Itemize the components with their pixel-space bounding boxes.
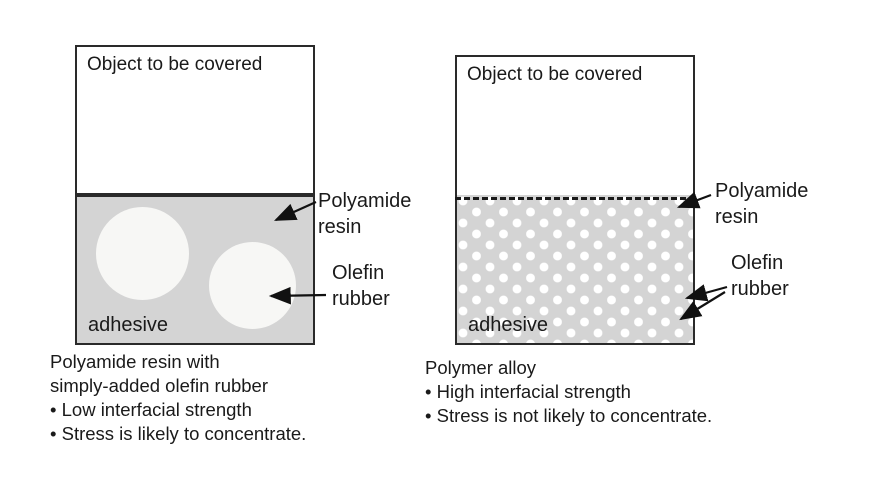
right-caption: Polymer alloy • High interfacial strengt… [425, 356, 712, 428]
right-polymer-alloy-area: adhesive [457, 195, 693, 343]
left-object-box: Object to be covered [75, 45, 315, 195]
left-caption-line1: Polyamide resin with [50, 351, 220, 372]
right-object-label: Object to be covered [467, 64, 643, 85]
right-olefin-rubber-label: Olefin rubber [731, 252, 789, 300]
right-caption-line1: Polymer alloy [425, 357, 537, 378]
left-object-label: Object to be covered [87, 54, 263, 75]
left-olefin-rubber-label: Olefin rubber [332, 262, 390, 310]
olefin-rubber-blob-small [209, 242, 296, 329]
left-adhesive-label: adhesive [88, 314, 169, 336]
left-adhesive-box: adhesive [75, 195, 315, 345]
olefin-rubber-blob-large [96, 207, 189, 300]
left-caption-bullet2: • Stress is likely to concentrate. [50, 423, 307, 444]
right-adhesive-label: adhesive [468, 314, 549, 336]
right-caption-bullet2: • Stress is not likely to concentrate. [425, 405, 713, 426]
left-caption-line2: simply-added olefin rubber [50, 375, 269, 396]
left-caption-bullet1: • Low interfacial strength [50, 399, 252, 420]
right-caption-bullet1: • High interfacial strength [425, 381, 631, 402]
left-caption: Polyamide resin with simply-added olefin… [50, 350, 306, 446]
left-polyamide-resin-label: Polyamide resin [318, 190, 412, 238]
interface-dashed-line [455, 197, 695, 200]
right-object-box: Object to be covered adhesive [455, 55, 695, 345]
right-polyamide-resin-label: Polyamide resin [715, 180, 809, 228]
